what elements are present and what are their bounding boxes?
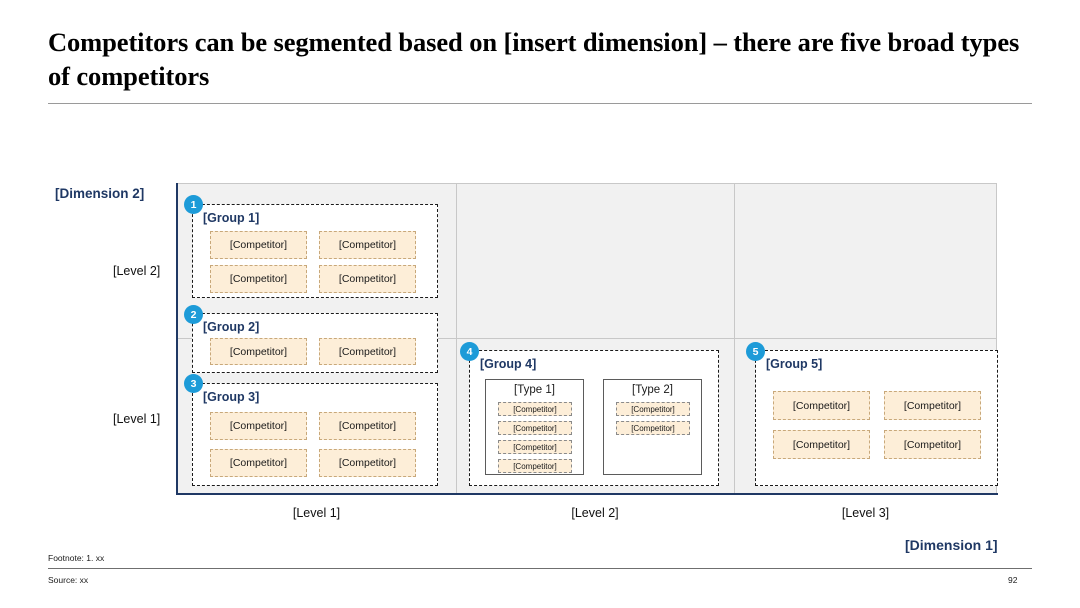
group-box-5[interactable]: [Group 5] [Competitor] [Competitor] [Com… [755, 350, 998, 486]
badge-group-4[interactable]: 4 [460, 342, 479, 361]
group-box-1[interactable]: [Group 1] [Competitor] [Competitor] [Com… [192, 204, 438, 298]
competitor-box[interactable]: [Competitor] [210, 338, 307, 365]
competitor-box[interactable]: [Competitor] [884, 391, 981, 420]
x-axis-title: [Dimension 1] [905, 537, 998, 553]
competitor-box[interactable]: [Competitor] [210, 412, 307, 440]
competitor-box[interactable]: [Competitor] [773, 430, 870, 459]
grid-vline-2 [734, 184, 735, 494]
group-4-title: [Group 4] [480, 357, 537, 371]
group-1-title: [Group 1] [203, 211, 260, 225]
badge-group-2[interactable]: 2 [184, 305, 203, 324]
type-box-2[interactable]: [Type 2] [Competitor] [Competitor] [603, 379, 702, 475]
competitor-box[interactable]: [Competitor] [319, 338, 416, 365]
competitor-box[interactable]: [Competitor] [616, 402, 690, 416]
y-tick-level-2: [Level 2] [113, 264, 161, 278]
badge-group-5[interactable]: 5 [746, 342, 765, 361]
y-axis-line [176, 183, 178, 495]
group-3-title: [Group 3] [203, 390, 260, 404]
grid-hline-1 [177, 338, 996, 339]
competitor-box[interactable]: [Competitor] [498, 459, 572, 473]
group-2-title: [Group 2] [203, 320, 260, 334]
group-box-2[interactable]: [Group 2] [Competitor] [Competitor] [192, 313, 438, 373]
badge-group-3[interactable]: 3 [184, 374, 203, 393]
type-2-title: [Type 2] [632, 384, 673, 396]
badge-group-1[interactable]: 1 [184, 195, 203, 214]
competitor-box[interactable]: [Competitor] [498, 402, 572, 416]
competitor-box[interactable]: [Competitor] [773, 391, 870, 420]
competitor-box[interactable]: [Competitor] [319, 449, 416, 477]
competitor-box[interactable]: [Competitor] [498, 440, 572, 454]
competitor-box[interactable]: [Competitor] [498, 421, 572, 435]
competitor-box[interactable]: [Competitor] [884, 430, 981, 459]
competitor-box[interactable]: [Competitor] [319, 231, 416, 259]
grid-vline-1 [456, 184, 457, 494]
x-tick-level-1: [Level 1] [292, 506, 341, 520]
page-title: Competitors can be segmented based on [i… [48, 27, 1020, 91]
group-box-3[interactable]: [Group 3] [Competitor] [Competitor] [Com… [192, 383, 438, 486]
source-text: Source: xx [48, 575, 89, 585]
title-divider [48, 103, 1032, 104]
competitor-box[interactable]: [Competitor] [319, 412, 416, 440]
x-tick-level-3: [Level 3] [841, 506, 890, 520]
y-tick-level-1: [Level 1] [113, 412, 161, 426]
group-5-title: [Group 5] [766, 357, 823, 371]
competitor-box[interactable]: [Competitor] [210, 265, 307, 293]
competitor-box[interactable]: [Competitor] [319, 265, 416, 293]
competitor-box[interactable]: [Competitor] [210, 449, 307, 477]
type-1-title: [Type 1] [514, 384, 555, 396]
competitor-box[interactable]: [Competitor] [616, 421, 690, 435]
type-box-1[interactable]: [Type 1] [Competitor] [Competitor] [Comp… [485, 379, 584, 475]
footer-divider [48, 568, 1032, 569]
page-number: 92 [1008, 575, 1018, 585]
footnote-text: Footnote: 1. xx [48, 553, 105, 563]
group-box-4[interactable]: [Group 4] [Type 1] [Competitor] [Competi… [469, 350, 719, 486]
x-tick-level-2: [Level 2] [571, 506, 619, 520]
competitor-box[interactable]: [Competitor] [210, 231, 307, 259]
y-axis-title: [Dimension 2] [55, 186, 145, 201]
x-axis-line [176, 493, 998, 495]
